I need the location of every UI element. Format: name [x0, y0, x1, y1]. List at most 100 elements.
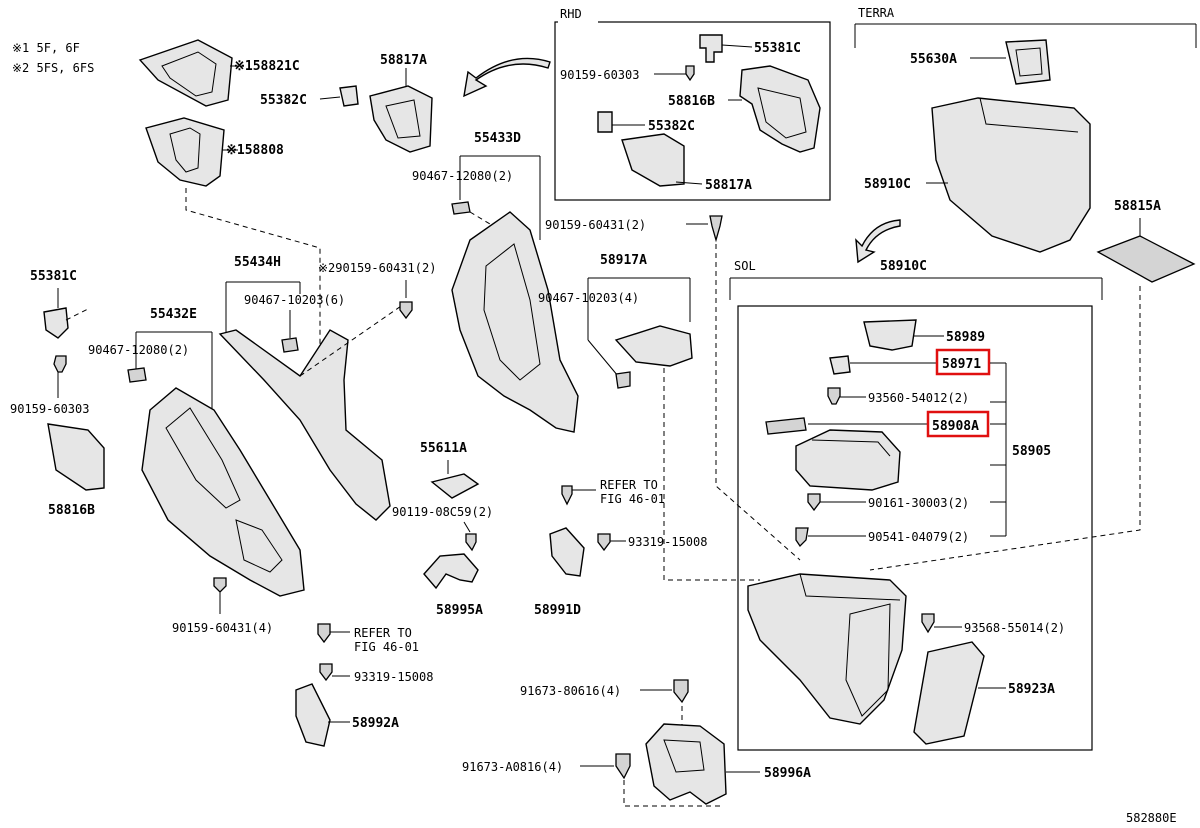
bracket-58991d[interactable] — [549, 527, 585, 577]
side-panel-55432e[interactable] — [141, 387, 305, 597]
label-93568-55014: 93568-55014(2) — [964, 621, 1065, 635]
screw-refer-1[interactable] — [561, 485, 573, 506]
bracket-58992a[interactable] — [295, 683, 331, 747]
label-90467-10203-4: 90467-10203(4) — [538, 291, 639, 305]
rhd-label-58816b: 58816B — [668, 94, 715, 109]
rhd-box — [554, 21, 831, 201]
bolt-91673-80616[interactable] — [673, 679, 689, 704]
sol-title: SOL — [734, 259, 756, 273]
label-58815a: 58815A — [1114, 199, 1161, 214]
label-58816b: 58816B — [48, 503, 95, 518]
label-refer-2b: FIG 46-01 — [354, 640, 419, 654]
rhd-section: RHD 55381C 90159-60303 58816B 55382C 588… — [554, 7, 831, 201]
rhd-label-58817a: 58817A — [705, 178, 752, 193]
screw-90159-60303-left[interactable] — [53, 355, 67, 373]
screw-refer-2[interactable] — [317, 623, 331, 644]
screw-2-90159-60431[interactable] — [399, 301, 413, 320]
label-58996a: 58996A — [764, 766, 811, 781]
label-90119-08c59: 90119-08C59(2) — [392, 505, 493, 519]
label-158821c: ※158821C — [234, 59, 300, 74]
side-panel-55433d[interactable] — [451, 211, 579, 433]
label-91673-a0816: 91673-A0816(4) — [462, 760, 563, 774]
label-58992a: 58992A — [352, 716, 399, 731]
label-58908a: 58908A — [932, 419, 979, 434]
rhd-arrow — [463, 57, 551, 98]
bolt-91673-a0816[interactable] — [615, 753, 631, 780]
label-93560-54012: 93560-54012(2) — [868, 391, 969, 405]
cover-55611a[interactable] — [430, 473, 480, 499]
label-58989: 58989 — [946, 330, 985, 345]
clip-90467-10203-6[interactable] — [281, 337, 299, 353]
label-55432e: 55432E — [150, 307, 197, 322]
label-58910c-terra: 58910C — [864, 177, 911, 192]
clip-90467-10203[interactable] — [615, 371, 631, 389]
panel-58923a[interactable] — [913, 641, 985, 745]
label-93319-15008-a: 93319-15008 — [628, 535, 707, 549]
rhd-bracket-58816b[interactable] — [739, 65, 821, 153]
label-91673-80616: 91673-80616(4) — [520, 684, 621, 698]
rhd-panel-58817a[interactable] — [621, 133, 685, 187]
screw-90541-04079[interactable] — [795, 527, 809, 548]
label-90161-30003: 90161-30003(2) — [868, 496, 969, 510]
label-refer-1b: FIG 46-01 — [600, 492, 665, 506]
bracket-58995a[interactable] — [423, 553, 479, 590]
label-58923a: 58923A — [1008, 682, 1055, 697]
label-58817a: 58817A — [380, 53, 427, 68]
label-58991d: 58991D — [534, 603, 581, 618]
label-90541-04079: 90541-04079(2) — [868, 530, 969, 544]
label-58910c-sol: 58910C — [880, 259, 927, 274]
bracket-58917a[interactable] — [614, 325, 693, 367]
panel-58817a[interactable] — [369, 85, 433, 153]
note-1: ※1 5F, 6F — [12, 41, 80, 55]
clip-55382c[interactable] — [339, 85, 359, 107]
terra-section: TERRA 55630A 58910C 58815A — [854, 6, 1197, 571]
screw-90119-08c59[interactable] — [465, 533, 477, 552]
label-90467-10203-6: 90467-10203(6) — [244, 293, 345, 307]
bracket-55630a[interactable] — [1005, 39, 1051, 85]
screw-90159-60431[interactable] — [709, 215, 723, 243]
label-93319-15008-b: 93319-15008 — [354, 670, 433, 684]
rhd-label-55381c: 55381C — [754, 41, 801, 56]
bezel-158821c-group: ※158821C — [138, 39, 300, 107]
screw-90161-30003[interactable] — [807, 493, 821, 512]
label-refer-1a: REFER TO — [600, 478, 658, 492]
clip-55381c-left[interactable] — [43, 307, 69, 339]
console-body-58910c[interactable] — [747, 573, 907, 725]
screw-93568-55014[interactable] — [921, 613, 935, 634]
screw-93319-15008-a[interactable] — [597, 533, 611, 552]
bracket-58996a[interactable] — [645, 723, 727, 805]
label-90159-60431-2: 90159-60431(2) — [545, 218, 646, 232]
screw-93319-15008-b[interactable] — [319, 663, 333, 682]
highlight-58908a — [926, 410, 990, 438]
console-lid-58910c-terra[interactable] — [931, 97, 1091, 253]
shift-boot-158808[interactable] — [145, 117, 225, 187]
center-trim-55434h[interactable] — [218, 329, 391, 521]
screw-90159-60431-4[interactable] — [213, 577, 227, 593]
mat-58815a[interactable] — [1096, 235, 1196, 283]
terra-arrow — [855, 219, 901, 264]
panel-58816b[interactable] — [47, 423, 105, 491]
rhd-title: RHD — [560, 7, 582, 21]
shift-bezel-158821c[interactable] — [138, 39, 233, 107]
label-55630a: 55630A — [910, 52, 957, 67]
armrest-lid[interactable] — [795, 429, 901, 491]
clip-90467-12080a[interactable] — [451, 201, 471, 215]
part-58971[interactable] — [829, 355, 851, 375]
label-158808: ※158808 — [226, 143, 284, 158]
part-58989[interactable] — [863, 319, 917, 351]
label-2-90159-60431: ※290159-60431(2) — [318, 261, 436, 275]
label-55611a: 55611A — [420, 441, 467, 456]
clip-90467-12080b[interactable] — [127, 367, 147, 383]
screw-93560-54012[interactable] — [827, 387, 841, 405]
rhd-screw-90159-60303[interactable] — [685, 65, 695, 82]
sol-section: SOL 58910C 58989 58971 93560-54012(2) 58… — [729, 259, 1103, 751]
rhd-clip-55382c[interactable] — [597, 111, 613, 133]
label-55382c: 55382C — [260, 93, 307, 108]
diagram-id: 582880E — [1126, 811, 1177, 825]
label-58905: 58905 — [1012, 444, 1051, 459]
hinge-58908a[interactable] — [765, 417, 807, 435]
sol-box — [737, 305, 1093, 751]
panel-55433d-group: 55433D 90467-12080(2) — [412, 131, 579, 433]
rhd-clip-55381c[interactable] — [699, 34, 723, 63]
label-55434h: 55434H — [234, 255, 281, 270]
